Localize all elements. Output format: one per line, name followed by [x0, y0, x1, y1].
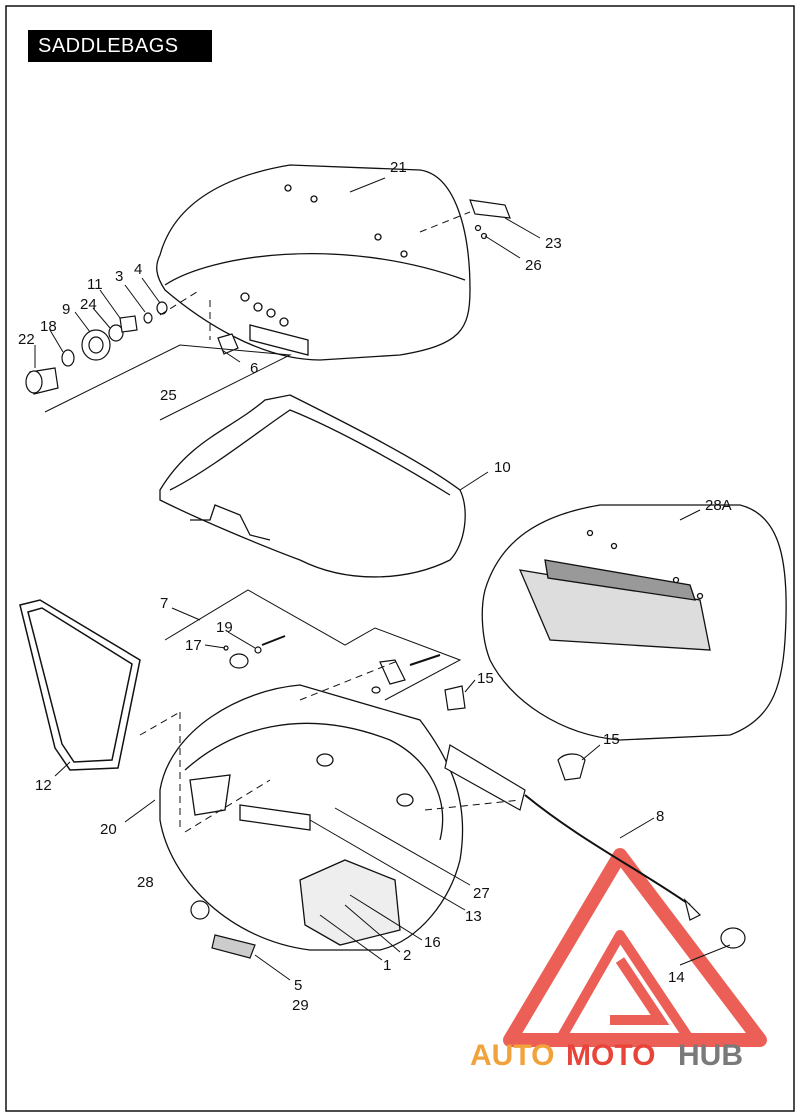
callout-28A: 28A [705, 497, 732, 514]
part-tether-end [683, 898, 702, 921]
watermark-logo [503, 848, 767, 1047]
callout-29: 29 [292, 997, 309, 1014]
callout-10: 10 [494, 459, 511, 476]
callout-26: 26 [525, 257, 542, 274]
part-lock-assembly [25, 301, 239, 395]
leader-lines [34, 177, 731, 981]
part-bumper-15a [444, 685, 466, 711]
callout-27: 27 [473, 885, 490, 902]
callout-21: 21 [390, 159, 407, 176]
callout-1: 1 [383, 957, 391, 974]
callout-17: 17 [185, 637, 202, 654]
page-title: SADDLEBAGS [28, 30, 212, 62]
part-tether-8 [524, 794, 691, 906]
part-reflector-5 [211, 934, 256, 959]
callout-14: 14 [668, 969, 685, 986]
kit-brackets [44, 344, 462, 701]
callout-22: 22 [18, 331, 35, 348]
callout-12: 12 [35, 777, 52, 794]
callout-24: 24 [80, 296, 97, 313]
part-liner-10 [159, 394, 466, 578]
callout-5: 5 [294, 977, 302, 994]
watermark-text: AUTO MOTO HUB [470, 1039, 743, 1072]
watermark-auto: AUTO [470, 1039, 554, 1072]
watermark-hub: HUB [678, 1039, 743, 1072]
part-plate [444, 744, 526, 811]
part-gasket-12 [19, 599, 141, 771]
callout-15b: 15 [603, 731, 620, 748]
callout-4: 4 [134, 261, 142, 278]
part-hinge-23 [469, 199, 511, 240]
watermark-moto: MOTO [566, 1039, 655, 1072]
part-latch-kit-7 [223, 635, 441, 694]
callout-25: 25 [160, 387, 177, 404]
callout-16: 16 [424, 934, 441, 951]
part-grommet-14 [720, 927, 746, 949]
part-plug-28 [190, 900, 210, 920]
callout-8: 8 [656, 808, 664, 825]
callout-20: 20 [100, 821, 117, 838]
callout-9: 9 [62, 301, 70, 318]
callout-23: 23 [545, 235, 562, 252]
page-border [5, 5, 795, 1112]
callout-3: 3 [115, 268, 123, 285]
callout-13: 13 [465, 908, 482, 925]
callout-15a: 15 [477, 670, 494, 687]
part-shell-20 [159, 684, 464, 951]
callout-7: 7 [160, 595, 168, 612]
part-bumper-15b [557, 753, 586, 781]
part-saddlebag-assembly-28A [481, 504, 787, 741]
assembly-dashed-lines [139, 211, 521, 833]
callout-28: 28 [137, 874, 154, 891]
callout-numbers: 21 23 26 11 3 4 9 24 18 22 6 25 10 28A 7… [18, 159, 732, 1014]
callout-2: 2 [403, 947, 411, 964]
part-lid-21 [156, 164, 471, 361]
callout-18: 18 [40, 318, 57, 335]
callout-6: 6 [250, 360, 258, 377]
callout-11: 11 [87, 276, 103, 293]
callout-19: 19 [216, 619, 233, 636]
